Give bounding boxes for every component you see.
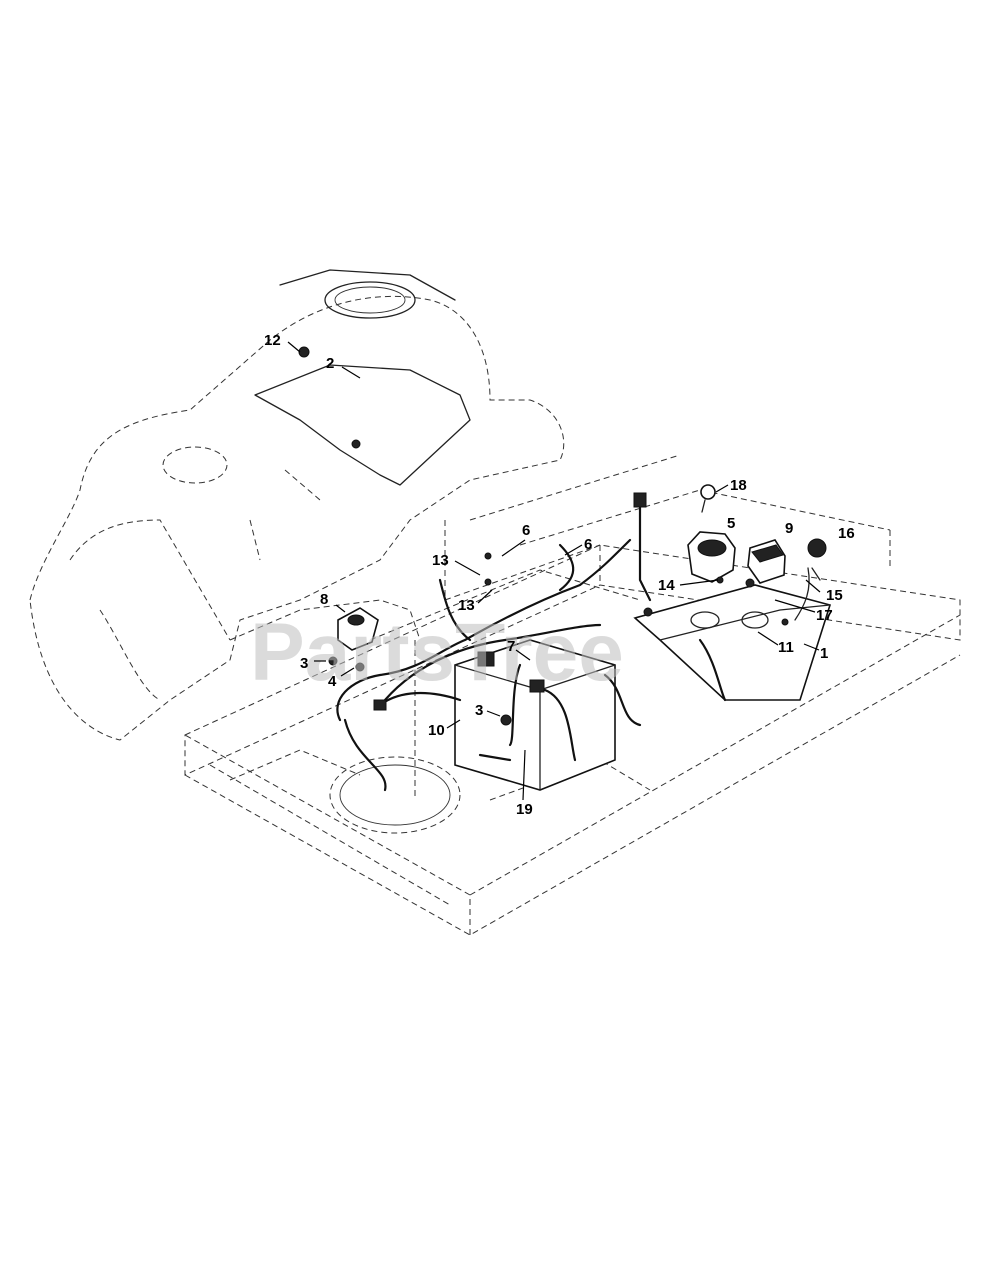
leader-lines bbox=[287, 341, 821, 801]
watermark: PartsTree bbox=[250, 607, 624, 698]
choke-knob bbox=[794, 538, 827, 621]
callout-12: 12 bbox=[264, 332, 281, 349]
solenoid bbox=[328, 607, 379, 672]
callout-15: 15 bbox=[826, 587, 843, 604]
callout-19: 19 bbox=[516, 801, 533, 818]
callout-6b: 6 bbox=[584, 536, 592, 553]
callout-2: 2 bbox=[326, 355, 334, 372]
callout-10: 10 bbox=[428, 722, 445, 739]
callouts: 12 2 18 5 9 16 6 6 13 13 14 15 8 17 7 11… bbox=[264, 332, 855, 818]
callout-14: 14 bbox=[658, 577, 675, 594]
callout-6a: 6 bbox=[522, 522, 530, 539]
callout-11: 11 bbox=[778, 639, 794, 656]
hardware-bolts bbox=[298, 346, 755, 726]
callout-13b: 13 bbox=[458, 597, 475, 614]
callout-13a: 13 bbox=[432, 552, 449, 569]
battery bbox=[454, 639, 616, 791]
control-panel bbox=[633, 584, 832, 701]
callout-17: 17 bbox=[816, 607, 833, 624]
wiring-harness bbox=[336, 492, 727, 792]
seat-plate bbox=[254, 269, 471, 486]
ignition-key bbox=[700, 484, 716, 513]
fender-body bbox=[29, 295, 565, 741]
rocker-switch bbox=[747, 539, 786, 584]
callout-3a: 3 bbox=[300, 655, 308, 672]
callout-8: 8 bbox=[320, 591, 328, 608]
ignition-switch bbox=[687, 531, 736, 583]
callout-18: 18 bbox=[730, 477, 747, 494]
callout-5: 5 bbox=[727, 515, 735, 532]
callout-1: 1 bbox=[820, 645, 828, 662]
callout-7: 7 bbox=[507, 638, 515, 655]
callout-4: 4 bbox=[328, 673, 337, 690]
callout-3b: 3 bbox=[475, 702, 483, 719]
callout-16: 16 bbox=[838, 525, 855, 542]
chassis-frame bbox=[184, 454, 961, 936]
callout-9: 9 bbox=[785, 520, 793, 537]
